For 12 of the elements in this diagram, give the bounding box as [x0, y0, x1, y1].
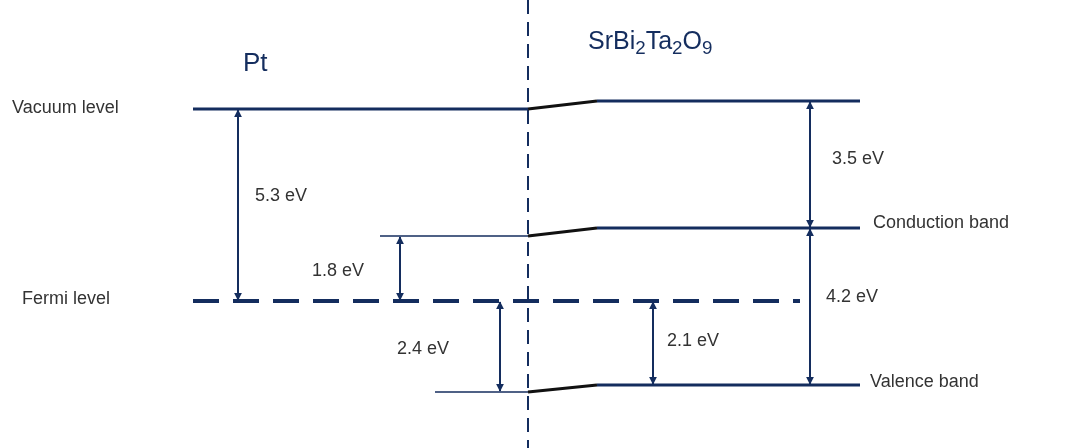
level-label: Fermi level	[22, 289, 110, 307]
level-label: Vacuum level	[12, 98, 119, 116]
energy-value: 3.5 eV	[832, 149, 885, 167]
energy-value: 4.2 eV	[826, 287, 879, 305]
energy-value: 5.3 eV	[255, 186, 308, 204]
material-label: Pt	[243, 49, 268, 75]
level-label: Conduction band	[873, 213, 1010, 231]
energy-value: 2.1 eV	[667, 331, 720, 349]
energy-value: 1.8 eV	[312, 261, 365, 279]
level-label: Valence band	[870, 372, 979, 390]
material-label: SrBi$_{2}$Ta$_{2}$O$_{9}$	[588, 27, 713, 53]
energy-value: 2.4 eV	[397, 339, 450, 357]
